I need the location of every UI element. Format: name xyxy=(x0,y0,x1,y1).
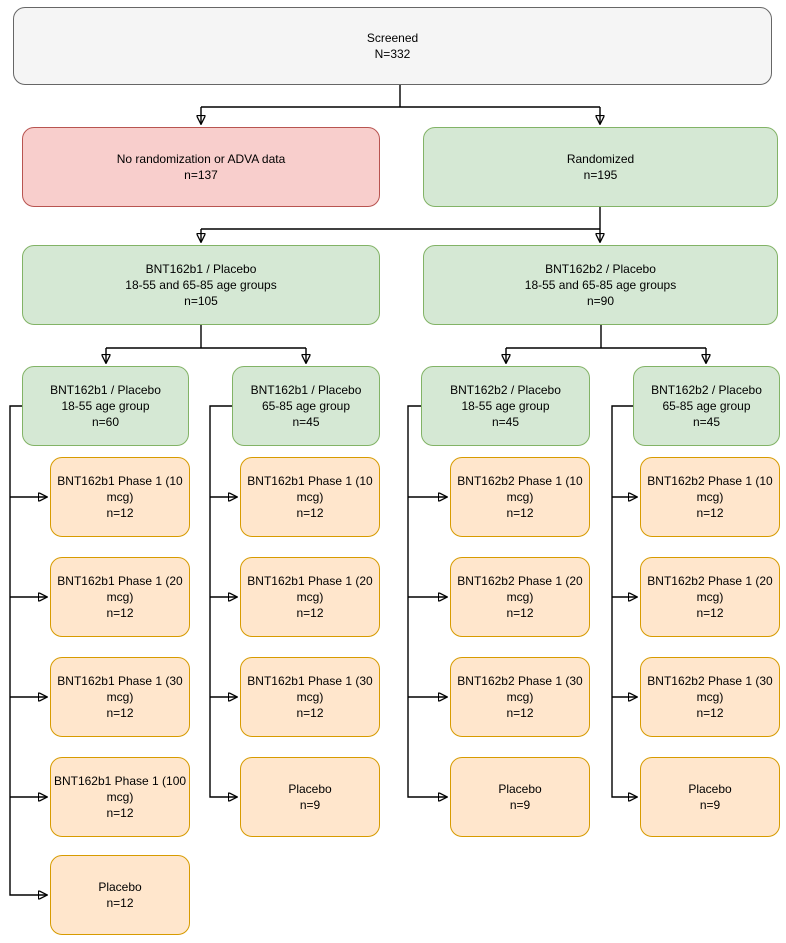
arm-label: BNT162b2 Phase 1 (30 mcg) xyxy=(647,674,773,704)
node-count: n=45 xyxy=(292,415,320,429)
arm-count: n=12 xyxy=(506,706,534,720)
arm-b2-18-55-30mcg: BNT162b2 Phase 1 (30 mcg) n=12 xyxy=(450,657,590,737)
node-count: n=195 xyxy=(583,168,618,182)
node-bnt162b1-all-ages: BNT162b1 / Placebo 18-55 and 65-85 age g… xyxy=(22,245,380,325)
node-label: BNT162b1 / Placebo xyxy=(145,262,257,276)
arm-label: BNT162b1 Phase 1 (20 mcg) xyxy=(57,574,183,604)
node-count: n=45 xyxy=(692,415,721,429)
trunk-b2-young-arms xyxy=(407,405,447,797)
node-randomized: Randomized n=195 xyxy=(423,127,778,207)
node-screened: Screened N=332 xyxy=(13,7,772,85)
node-bnt162b2-18-55: BNT162b2 / Placebo 18-55 age group n=45 xyxy=(421,366,590,446)
node-bnt162b1-18-55: BNT162b1 / Placebo 18-55 age group n=60 xyxy=(22,366,189,446)
arm-count: n=12 xyxy=(106,706,134,720)
arm-count: n=12 xyxy=(106,806,134,820)
arm-label: Placebo xyxy=(688,782,732,796)
connector-b1-to-age-groups xyxy=(106,325,306,363)
arm-b1-18-55-20mcg: BNT162b1 Phase 1 (20 mcg) n=12 xyxy=(50,557,190,637)
node-bnt162b1-65-85: BNT162b1 / Placebo 65-85 age group n=45 xyxy=(232,366,380,446)
arm-count: n=12 xyxy=(106,896,134,910)
node-label: BNT162b2 / Placebo xyxy=(545,262,656,276)
arm-b2-18-55-10mcg: BNT162b2 Phase 1 (10 mcg) n=12 xyxy=(450,457,590,537)
arm-count: n=12 xyxy=(296,606,324,620)
arm-label: BNT162b2 Phase 1 (20 mcg) xyxy=(457,574,583,604)
arm-b1-65-85-10mcg: BNT162b1 Phase 1 (10 mcg) n=12 xyxy=(240,457,380,537)
arm-count: n=9 xyxy=(299,798,321,812)
arm-count: n=12 xyxy=(296,506,324,520)
arm-label: BNT162b2 Phase 1 (30 mcg) xyxy=(457,674,583,704)
arm-count: n=9 xyxy=(699,798,721,812)
arm-label: Placebo xyxy=(498,782,542,796)
arm-count: n=12 xyxy=(506,606,534,620)
arm-count: n=12 xyxy=(506,506,534,520)
arm-b2-65-85-10mcg: BNT162b2 Phase 1 (10 mcg) n=12 xyxy=(640,457,780,537)
node-count: n=105 xyxy=(184,294,218,308)
arm-label: BNT162b2 Phase 1 (20 mcg) xyxy=(647,574,773,604)
node-count: n=90 xyxy=(586,294,615,308)
trunk-b1-young-arms xyxy=(9,405,47,895)
arm-label: Placebo xyxy=(288,782,332,796)
trunk-b1-old-arms xyxy=(209,405,237,797)
node-count: N=332 xyxy=(374,47,411,61)
arm-label: BNT162b1 Phase 1 (10 mcg) xyxy=(247,474,373,504)
arm-b1-65-85-placebo: Placebo n=9 xyxy=(240,757,380,837)
node-label: Screened xyxy=(366,31,419,45)
node-label: BNT162b1 / Placebo xyxy=(50,383,161,397)
arm-b1-18-55-100mcg: BNT162b1 Phase 1 (100 mcg) n=12 xyxy=(50,757,190,837)
node-label: BNT162b2 / Placebo xyxy=(450,383,561,397)
arm-count: n=9 xyxy=(509,798,531,812)
node-count: n=137 xyxy=(184,168,218,182)
arm-label: BNT162b2 Phase 1 (10 mcg) xyxy=(647,474,773,504)
arm-label: BNT162b1 Phase 1 (20 mcg) xyxy=(247,574,373,604)
node-sublabel: 18-55 and 65-85 age groups xyxy=(524,278,677,292)
arm-count: n=12 xyxy=(696,606,724,620)
node-sublabel: 18-55 and 65-85 age groups xyxy=(125,278,277,292)
arm-label: BNT162b1 Phase 1 (30 mcg) xyxy=(247,674,373,704)
arm-b1-18-55-placebo: Placebo n=12 xyxy=(50,855,190,935)
arm-label: BNT162b2 Phase 1 (10 mcg) xyxy=(457,474,583,504)
arm-b1-18-55-30mcg: BNT162b1 Phase 1 (30 mcg) n=12 xyxy=(50,657,190,737)
arm-count: n=12 xyxy=(296,706,324,720)
arm-b2-65-85-placebo: Placebo n=9 xyxy=(640,757,780,837)
arm-count: n=12 xyxy=(106,606,134,620)
arm-b2-65-85-30mcg: BNT162b2 Phase 1 (30 mcg) n=12 xyxy=(640,657,780,737)
arm-b1-65-85-20mcg: BNT162b1 Phase 1 (20 mcg) n=12 xyxy=(240,557,380,637)
arm-b2-65-85-20mcg: BNT162b2 Phase 1 (20 mcg) n=12 xyxy=(640,557,780,637)
node-bnt162b2-all-ages: BNT162b2 / Placebo 18-55 and 65-85 age g… xyxy=(423,245,778,325)
node-label: BNT162b2 / Placebo xyxy=(651,383,762,397)
node-sublabel: 18-55 age group xyxy=(461,399,550,413)
arm-count: n=12 xyxy=(106,506,134,520)
arm-b1-18-55-10mcg: BNT162b1 Phase 1 (10 mcg) n=12 xyxy=(50,457,190,537)
arm-b2-18-55-20mcg: BNT162b2 Phase 1 (20 mcg) n=12 xyxy=(450,557,590,637)
node-bnt162b2-65-85: BNT162b2 / Placebo 65-85 age group n=45 xyxy=(633,366,780,446)
node-not-randomized: No randomization or ADVA data n=137 xyxy=(22,127,380,207)
node-label: Randomized xyxy=(566,152,635,166)
arm-label: BNT162b1 Phase 1 (100 mcg) xyxy=(53,774,187,804)
arm-label: BNT162b1 Phase 1 (10 mcg) xyxy=(57,474,183,504)
arm-count: n=12 xyxy=(696,706,724,720)
node-count: n=60 xyxy=(91,415,120,429)
connector-screened-to-row2 xyxy=(201,85,600,124)
arm-b2-18-55-placebo: Placebo n=9 xyxy=(450,757,590,837)
node-count: n=45 xyxy=(491,415,520,429)
arm-count: n=12 xyxy=(696,506,724,520)
arm-label: BNT162b1 Phase 1 (30 mcg) xyxy=(57,674,183,704)
node-sublabel: 65-85 age group xyxy=(261,399,351,413)
trunk-b2-old-arms xyxy=(611,405,637,797)
node-label: No randomization or ADVA data xyxy=(116,152,286,166)
node-sublabel: 18-55 age group xyxy=(61,399,150,413)
connector-randomized-to-vaccine-groups xyxy=(201,207,600,242)
arm-label: Placebo xyxy=(98,880,142,894)
arm-b1-65-85-30mcg: BNT162b1 Phase 1 (30 mcg) n=12 xyxy=(240,657,380,737)
connector-b2-to-age-groups xyxy=(506,325,706,363)
node-sublabel: 65-85 age group xyxy=(662,399,751,413)
node-label: BNT162b1 / Placebo xyxy=(250,383,362,397)
